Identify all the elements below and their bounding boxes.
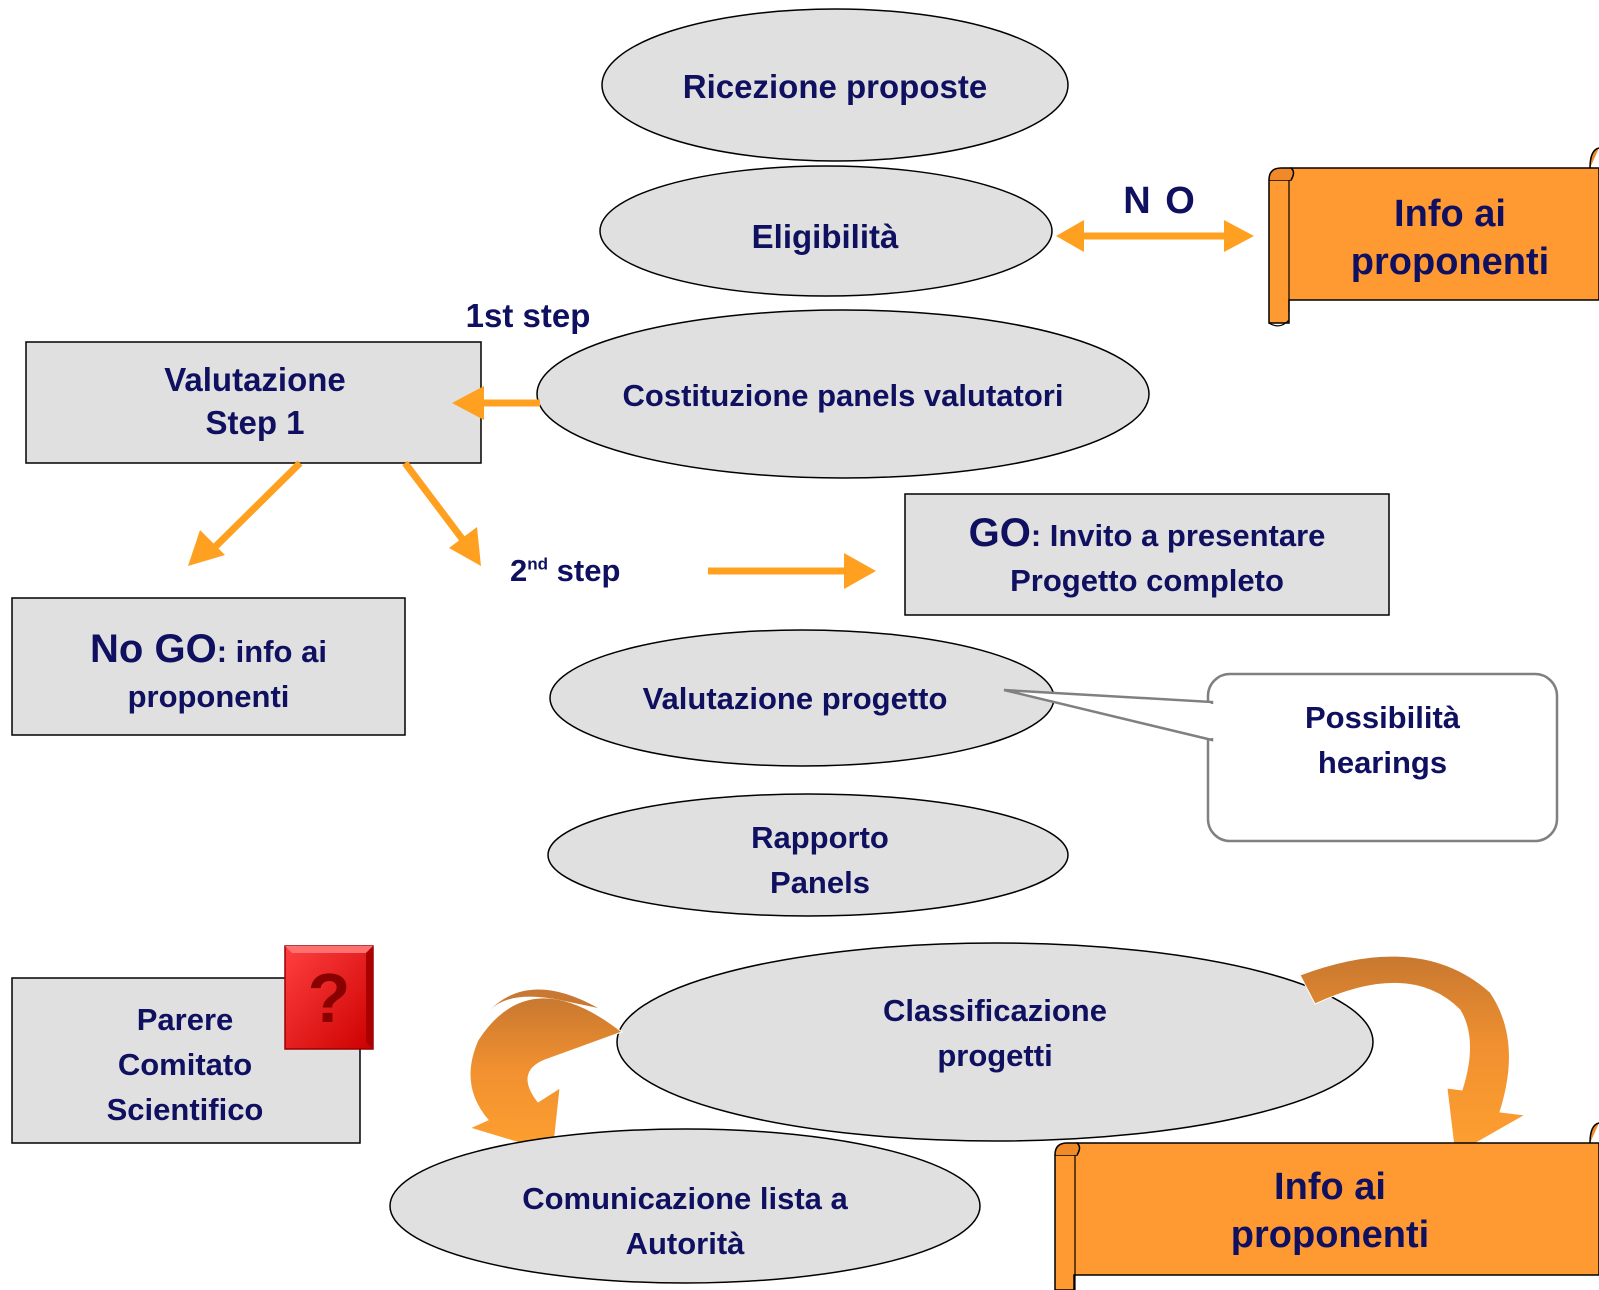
hearings-line2: hearings	[1317, 744, 1448, 780]
info-top-label: Info ai proponenti	[1320, 191, 1580, 286]
info-top-scroll	[1268, 147, 1599, 327]
eligibilita-label: Eligibilità	[751, 218, 899, 255]
hearings-line1: Possibilità	[1304, 700, 1461, 735]
curved-arrow-left-shade	[490, 989, 598, 1010]
nogo-label: No GO: info ai proponenti	[12, 622, 405, 718]
classificazione-line2: progetti	[937, 1037, 1053, 1073]
rapporto-ellipse	[547, 793, 1069, 917]
question-mark: ?	[307, 958, 351, 1037]
comunicazione-line2: Autorità	[625, 1225, 745, 1261]
info-top-line1: Info ai	[1394, 193, 1506, 235]
ricezione-label: Ricezione proposte	[682, 68, 988, 105]
arrow-to-nogo	[188, 460, 303, 566]
info-bottom-line2: proponenti	[1230, 1213, 1430, 1256]
valutazione-step1-line2: Step 1	[205, 403, 305, 441]
no-label: N O	[1123, 180, 1197, 222]
second-step-sup: nd	[527, 554, 549, 574]
second-step-word: step	[548, 553, 621, 588]
costituzione-ellipse	[536, 309, 1150, 479]
arrow-to-second-step	[402, 460, 481, 566]
hearings-callout	[1003, 672, 1559, 843]
arrow-to-go	[708, 553, 876, 589]
rapporto-line2: Panels	[770, 864, 870, 900]
curved-arrow-right	[1299, 955, 1527, 1156]
rapporto-label: Rapporto Panels	[690, 816, 950, 906]
valutazione-step1-line1: Valutazione	[164, 361, 346, 398]
info-top-line2: proponenti	[1350, 240, 1550, 283]
second-step-label: 2nd step	[510, 552, 660, 591]
go-line2: Progetto completo	[1010, 563, 1284, 598]
first-step-label: 1st step	[465, 297, 591, 334]
parere-line1: Parere	[136, 1002, 234, 1037]
costituzione-label: Costituzione panels valutatori	[622, 378, 1064, 413]
valutazione-step1-box	[25, 341, 482, 464]
nogo-box	[11, 597, 406, 736]
valutazione-step1-label: Valutazione Step 1	[100, 359, 410, 445]
nogo-strong: No GO	[90, 627, 217, 671]
info-bottom-scroll	[1054, 1122, 1599, 1290]
classificazione-label: Classificazione progetti	[830, 989, 1160, 1079]
no-double-arrow	[1056, 220, 1254, 252]
second-step-num: 2	[510, 553, 528, 588]
go-label: GO: Invito a presentare Progetto complet…	[905, 506, 1389, 602]
comunicazione-label: Comunicazione lista a Autorità	[470, 1177, 900, 1267]
info-bottom-label: Info ai proponenti	[1200, 1164, 1460, 1259]
classificazione-line1: Classificazione	[883, 993, 1107, 1028]
classificazione-ellipse	[616, 942, 1374, 1142]
parere-line2: Comitato	[117, 1046, 253, 1082]
rapporto-line1: Rapporto	[751, 820, 889, 855]
go-rest: : Invito a presentare	[1030, 518, 1326, 553]
comunicazione-ellipse	[389, 1128, 981, 1284]
go-box	[904, 493, 1390, 616]
nogo-line2: proponenti	[127, 679, 290, 714]
valutazione-progetto-label: Valutazione progetto	[642, 681, 948, 716]
parere-line3: Scientifico	[106, 1091, 264, 1127]
nogo-rest: : info ai	[216, 634, 327, 669]
hearings-label: Possibilità hearings	[1208, 696, 1557, 786]
comunicazione-line1: Comunicazione lista a	[522, 1181, 848, 1216]
parere-label: Parere Comitato Scientifico	[40, 998, 330, 1133]
question-box	[284, 945, 374, 1050]
curved-arrow-left	[468, 997, 624, 1154]
arrow-to-valutazione	[452, 386, 540, 420]
eligibilita-ellipse	[599, 165, 1053, 297]
go-strong: GO	[968, 511, 1031, 555]
info-bottom-line1: Info ai	[1274, 1166, 1386, 1208]
ricezione-ellipse	[601, 8, 1069, 162]
